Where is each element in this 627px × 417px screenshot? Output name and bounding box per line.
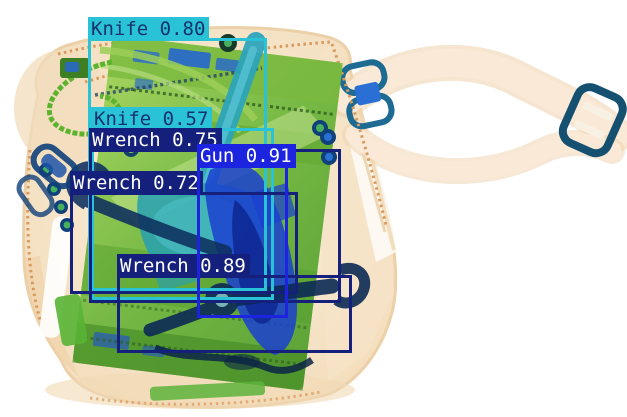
- bottom-cable: [54, 293, 314, 401]
- detection-box-knife-0.57: Knife 0.57: [91, 107, 274, 300]
- detection-label: Knife 0.80: [88, 17, 210, 41]
- detection-box-gun-0.91: Gun 0.91: [197, 144, 296, 318]
- detection-box-wrench-0.89: Wrench 0.89: [117, 254, 352, 353]
- bag-strap: [330, 44, 627, 185]
- strap-buckle-left: [339, 59, 395, 130]
- grommets: [39, 34, 337, 232]
- detection-label: Wrench 0.75: [89, 128, 222, 152]
- strap-buckle-right: [558, 83, 627, 158]
- detection-box-wrench-0.72: Wrench 0.72: [70, 171, 298, 294]
- detection-label: Wrench 0.72: [70, 171, 203, 195]
- detection-label: Knife 0.57: [91, 107, 213, 131]
- detection-label: Wrench 0.89: [117, 254, 250, 278]
- detection-label: Gun 0.91: [197, 144, 296, 168]
